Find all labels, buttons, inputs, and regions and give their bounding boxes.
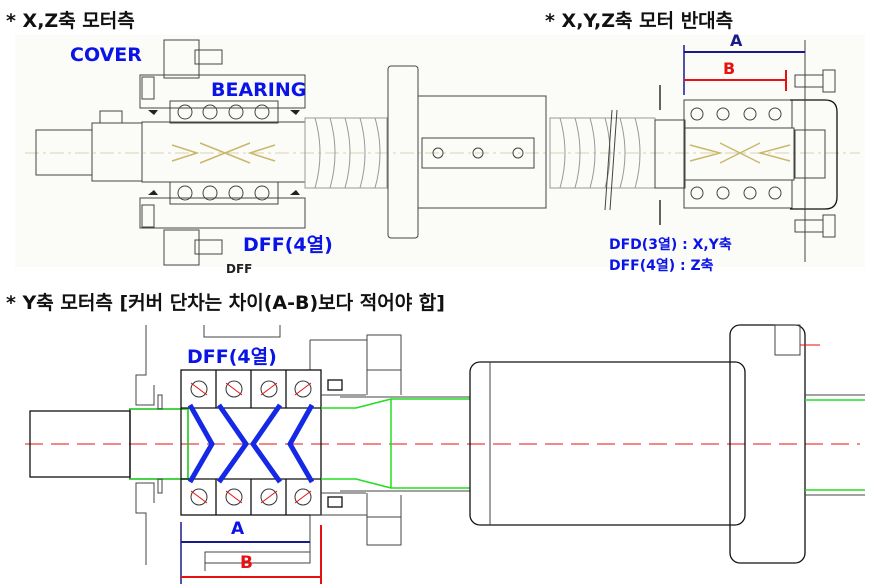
dff-4row-label: DFF(4열) bbox=[243, 234, 333, 256]
note-dff-4row: DFF(4열) : Z축 bbox=[609, 258, 714, 274]
xyz-opposite-side-assembly bbox=[654, 40, 838, 262]
screw-shaft-bottom bbox=[321, 398, 470, 489]
dim-b-label-bottom: B bbox=[240, 553, 253, 573]
title-y-motor-side: * Y축 모터측 [커버 단차는 차이(A-B)보다 적어야 합] bbox=[6, 292, 445, 314]
title-xz-motor-side: * X,Z축 모터측 bbox=[6, 10, 135, 32]
bearing-label: BEARING bbox=[211, 79, 307, 101]
y-motor-side-assembly bbox=[29, 324, 865, 571]
dimension-b-bottom bbox=[181, 525, 322, 584]
dff-4row-label-bottom: DFF(4열) bbox=[187, 346, 277, 368]
title-xyz-opposite-side: * X,Y,Z축 모터 반대측 bbox=[545, 10, 734, 32]
bearing-row-bottom bbox=[169, 181, 279, 205]
xz-motor-side-assembly bbox=[35, 39, 306, 266]
ball-nut-top bbox=[387, 65, 547, 239]
dimension-a-top bbox=[683, 45, 805, 95]
nut-flange-bottom bbox=[729, 324, 806, 564]
dim-a-label-top: A bbox=[730, 31, 743, 50]
dimension-b-top bbox=[684, 70, 787, 91]
cover-label: COVER bbox=[70, 44, 142, 66]
dim-b-label-top: B bbox=[723, 59, 736, 78]
dff-small-label: DFF bbox=[226, 262, 253, 276]
dim-a-label-bottom: A bbox=[231, 519, 245, 539]
note-dfd-3row: DFD(3열) : X,Y축 bbox=[609, 237, 732, 253]
ball-screw-top bbox=[304, 109, 656, 211]
bearing-row-top bbox=[169, 100, 279, 124]
contact-angle-chevrons bbox=[187, 403, 315, 484]
contact-angle-marks bbox=[171, 142, 276, 164]
dimension-a-bottom bbox=[180, 522, 310, 584]
ball-nut-bottom bbox=[469, 361, 746, 526]
